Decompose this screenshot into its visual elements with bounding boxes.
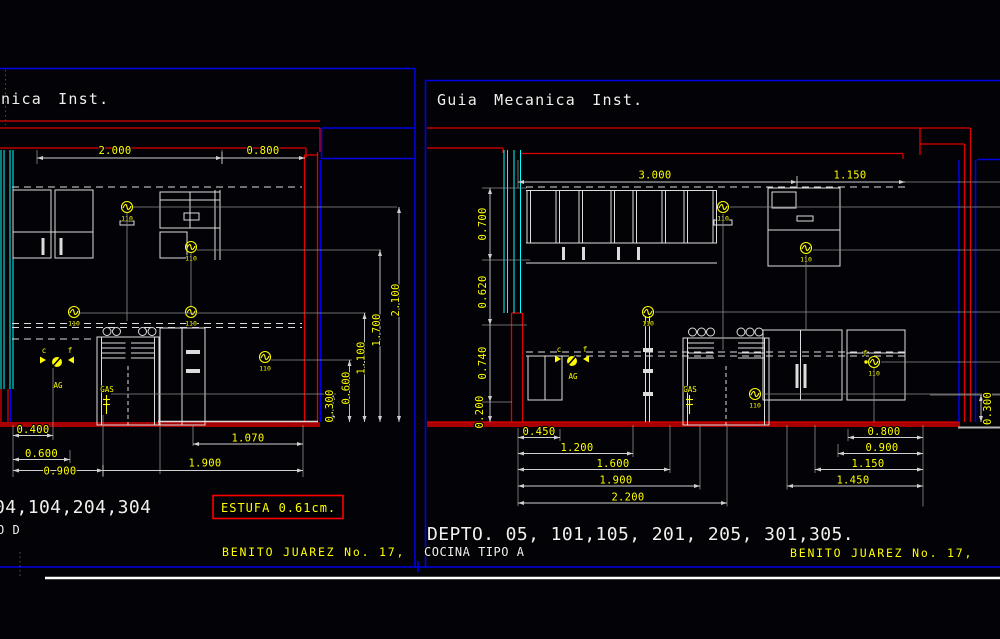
right-address-text: BENITO JUAREZ No. 17,	[790, 546, 973, 560]
right-sink-symbol: c f AG	[555, 344, 589, 382]
dim-text: 0.740	[477, 346, 489, 379]
outlet-label: 110	[642, 320, 654, 328]
cold-tap-label: f	[863, 349, 868, 358]
dim-text: 0.300	[324, 389, 336, 422]
right-view-title: Guia Mecanica Inst.	[437, 91, 643, 109]
right-window	[503, 150, 521, 313]
right-depto-numbers: DEPTO. 05, 101,105, 201, 205, 301,305.	[427, 524, 854, 545]
hot-tap-label: c	[557, 345, 562, 354]
dim-text: 0.700	[477, 207, 489, 240]
right-viewport: Guia Mecanica Inst.	[423, 90, 1000, 561]
dim-text: 1.100	[356, 341, 368, 374]
left-height-dimensions: 0.300 0.600 1.100 1.700 2.100	[323, 207, 403, 424]
right-wall-dimension: 0.300	[978, 391, 995, 426]
dim-text: 1.700	[371, 313, 383, 346]
outlet-label: 110	[68, 320, 80, 328]
dim-text: 1.150	[833, 170, 866, 182]
dim-text: 1.150	[851, 458, 884, 470]
right-outlet-symbol: 110	[641, 305, 655, 328]
dim-text: 0.800	[867, 426, 900, 438]
left-walls-blue	[9, 127, 415, 422]
gas-label: GAS	[683, 385, 697, 394]
dim-text: 0.450	[522, 426, 555, 438]
water-label: AG	[53, 381, 63, 390]
cold-tap-label: f	[68, 346, 73, 355]
dim-text: 1.600	[596, 458, 629, 470]
dim-text: 0.620	[477, 275, 489, 308]
hot-tap-label: c	[42, 346, 47, 355]
dim-text: 2.000	[98, 145, 131, 157]
left-viewport: nica Inst.	[0, 89, 415, 560]
left-sink-symbol: c f AG	[40, 345, 74, 391]
dim-text: 1.900	[188, 458, 221, 470]
dim-text: 0.400	[16, 424, 49, 436]
left-bottom-dimensions: 0.400 1.070 0.600 0.900 1.900	[13, 423, 303, 479]
right-walls-red	[427, 127, 1000, 429]
dim-text: 0.300	[982, 392, 994, 425]
right-stove	[682, 327, 770, 426]
dim-text: 1.900	[599, 475, 632, 487]
right-walls-blue	[958, 158, 1000, 422]
dim-text: 0.600	[341, 371, 353, 404]
left-tipo-label: O D	[0, 523, 20, 537]
right-upper-cabinets	[526, 186, 905, 267]
dim-text: 3.000	[638, 170, 671, 182]
dim-text: 0.800	[246, 145, 279, 157]
outlet-label: 110	[749, 402, 761, 410]
right-left-dimensions: 0.700 0.620 0.740 0.200	[473, 188, 493, 430]
cocina-tipo-label: COCINA TIPO A	[424, 545, 525, 559]
left-stove	[96, 327, 160, 426]
dim-text: 1.200	[560, 442, 593, 454]
dim-text: 0.600	[25, 448, 58, 460]
left-tall-cabinet	[159, 327, 206, 426]
left-gas-symbol: GAS	[100, 384, 115, 414]
left-window	[0, 150, 14, 389]
left-depto-numbers: 04,104,204,304	[0, 497, 151, 518]
viewport-borders	[0, 67, 1000, 580]
left-upper-cabinets	[12, 186, 302, 260]
right-bottom-dimensions: 0.450 1.200 1.600 1.900 2.200 0.800 0.90…	[518, 425, 923, 506]
dim-text: 0.200	[474, 395, 486, 428]
left-top-dimension: 2.000 0.800	[37, 144, 305, 164]
dim-text: 1.450	[836, 475, 869, 487]
left-outlet-symbol: 110	[67, 305, 81, 328]
outlet-label: 110	[185, 320, 197, 328]
left-counter	[12, 323, 302, 340]
dim-text: 2.100	[390, 283, 402, 316]
right-counter	[526, 316, 906, 422]
dim-text: 2.200	[611, 492, 644, 504]
estufa-note-box	[212, 494, 344, 520]
right-top-dimension: 3.000 1.150	[518, 168, 905, 188]
left-outlet-symbol: 110	[184, 305, 198, 328]
left-outlet-symbol: 110	[258, 350, 272, 373]
cold-tap-label: f	[583, 345, 588, 354]
estufa-note-text: ESTUFA 0.61cm.	[221, 501, 336, 515]
water-label: AG	[568, 372, 578, 381]
dim-text: 0.900	[865, 442, 898, 454]
dim-text: 1.070	[231, 433, 264, 445]
left-address-text: BENITO JUAREZ No. 17,	[222, 545, 405, 559]
right-gas-symbol: GAS	[683, 384, 698, 414]
gas-label: GAS	[100, 385, 114, 394]
left-view-title: nica Inst.	[1, 90, 109, 108]
dim-text: 0.900	[43, 466, 76, 478]
outlet-label: 110	[259, 365, 271, 373]
left-extension-lines	[12, 150, 397, 477]
right-outlet-symbol: 110	[748, 387, 762, 410]
